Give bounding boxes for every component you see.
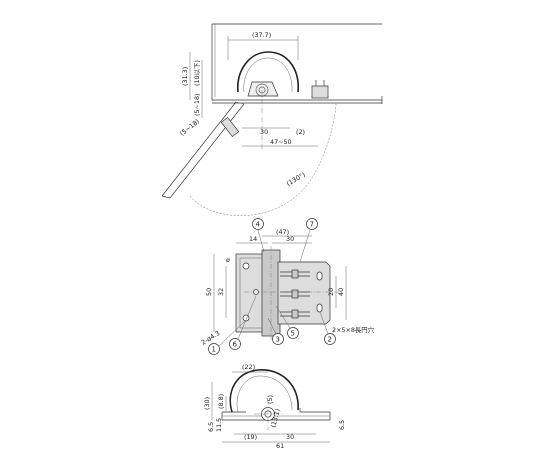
dim-22: (22)	[242, 363, 255, 371]
dim-10-max: (10以下)	[193, 60, 201, 86]
base-plate	[222, 408, 331, 421]
callout-1: 1	[208, 319, 247, 355]
top-bracket	[311, 85, 329, 99]
dim-2: (2)	[296, 128, 305, 136]
dim-32: 32	[217, 288, 225, 296]
dim-dia-hole: ø	[226, 256, 230, 264]
dim-61: 61	[276, 442, 284, 450]
dim-11-5: 11.5	[215, 418, 223, 432]
side-view: (37.7) (31.3) (10以下) (5~18) (5~18) 30 (2…	[161, 23, 383, 216]
dim-20: 20	[327, 288, 335, 296]
dim-40: 40	[337, 288, 345, 296]
svg-text:6: 6	[233, 341, 238, 349]
svg-text:1: 1	[212, 346, 216, 354]
right-plate	[277, 261, 331, 325]
callout-3: 3	[267, 317, 284, 345]
mount-hole-top	[242, 262, 250, 270]
dim-5: (5)	[266, 395, 274, 404]
section-view: (22) (30) (8.8) (5) (13.1) 6.5 11.5 6.5 …	[203, 363, 346, 450]
dim-37-7: (37.7)	[252, 31, 271, 39]
dim-6-5-left: 6.5	[207, 422, 215, 432]
dim-30-section: 30	[286, 433, 294, 441]
dim-47-50: 47~50	[270, 138, 292, 146]
dim-6-5-right: 6.5	[338, 420, 346, 430]
callout-2: 2	[319, 311, 336, 345]
door-leaf	[161, 101, 245, 199]
section-curve	[229, 369, 299, 413]
callout-6: 6	[229, 295, 257, 350]
mount-hole-note: 2-ø4.3	[200, 329, 222, 347]
callout-4: 4	[252, 218, 265, 253]
dim-47: (47)	[276, 228, 289, 236]
svg-text:2: 2	[328, 336, 332, 344]
svg-text:5: 5	[291, 330, 295, 338]
callout-5: 5	[275, 305, 299, 339]
callout-7: 7	[299, 218, 318, 263]
dim-30: 30	[260, 128, 268, 136]
swing-arc	[189, 103, 337, 216]
svg-text:7: 7	[310, 221, 314, 229]
dim-30-plan: 30	[286, 235, 294, 243]
slot-hole-note: 2×5×8長円穴	[332, 325, 375, 334]
hinge-curve	[237, 51, 299, 93]
dim-14: 14	[249, 235, 257, 243]
dim-130-deg: (130°)	[285, 171, 307, 188]
dim-30-height: (30)	[203, 397, 211, 410]
dim-31-3: (31.3)	[181, 67, 189, 86]
dim-8-8: (8.8)	[217, 394, 225, 409]
plan-view: 14 (47) 30 50 32 ø 20 40 2×5×8長円穴 2-ø4.3…	[200, 218, 375, 355]
svg-text:3: 3	[276, 336, 280, 344]
dim-50: 50	[205, 288, 213, 296]
dim-5-18: (5~18)	[193, 93, 201, 116]
dim-19: (19)	[244, 433, 257, 441]
svg-text:4: 4	[256, 221, 261, 229]
dim-5-18-angled: (5~18)	[178, 117, 201, 137]
